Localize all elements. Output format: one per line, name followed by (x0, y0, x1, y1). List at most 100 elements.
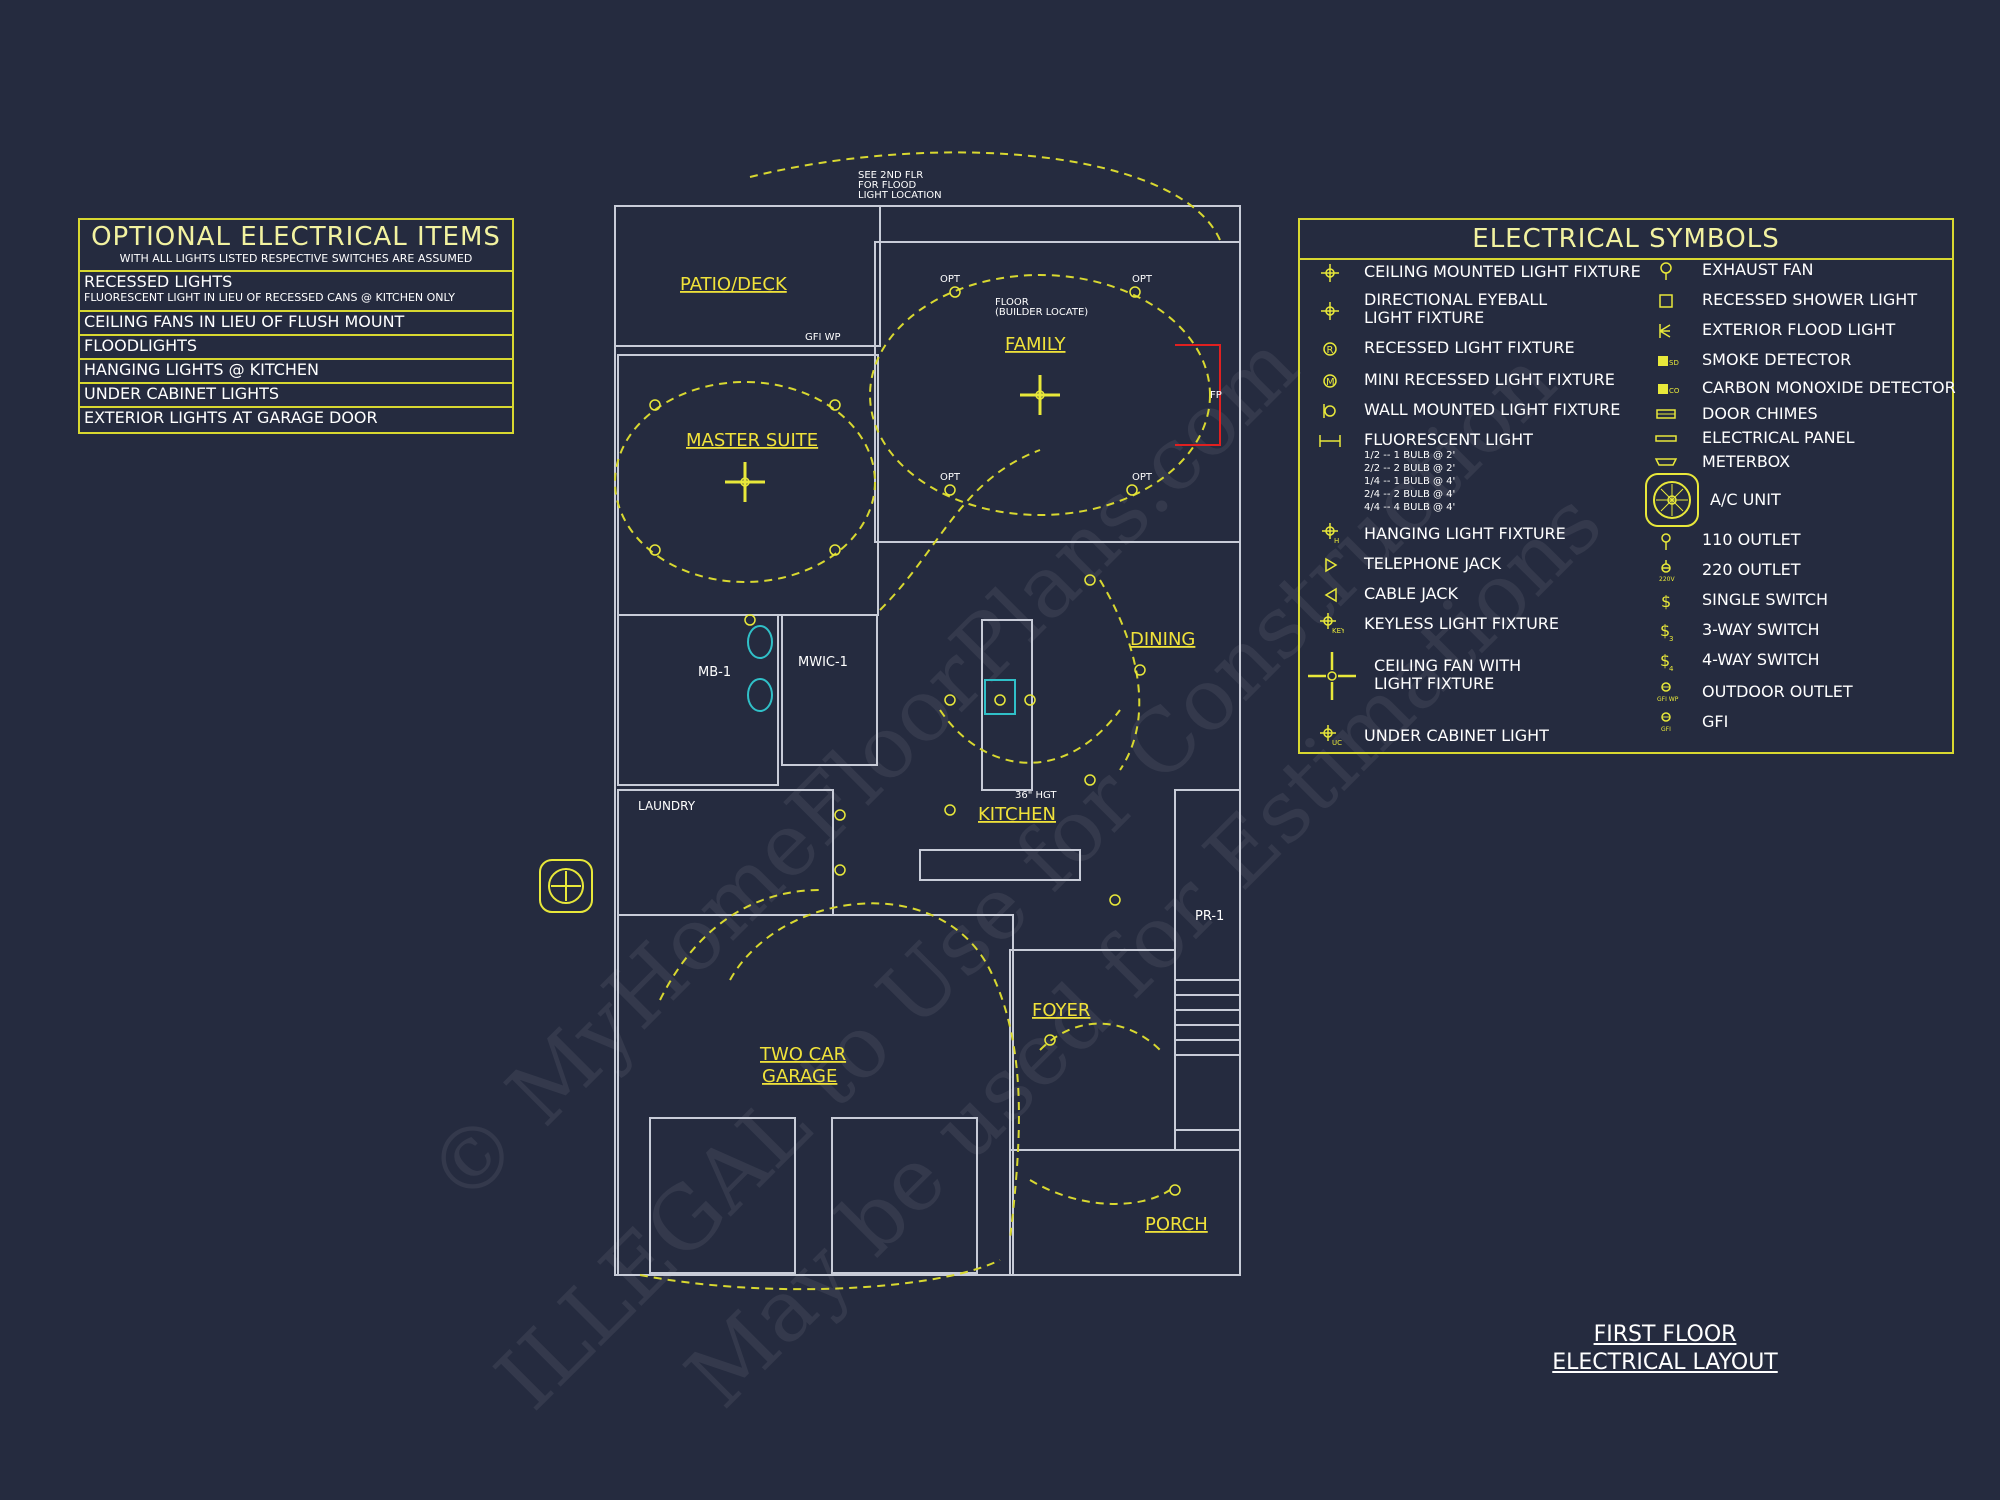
optional-items-subtitle: WITH ALL LIGHTS LISTED RESPECTIVE SWITCH… (119, 252, 473, 265)
drawing-title-line-2: ELECTRICAL LAYOUT (1552, 1350, 1778, 1375)
meterbox-icon (1654, 458, 1678, 466)
legend-title: ELECTRICAL SYMBOLS (1472, 224, 1780, 254)
svg-text:GFI WP: GFI WP (1657, 696, 1679, 702)
legend-label: RECESSED LIGHT FIXTURE (1364, 338, 1575, 357)
ac-unit-exterior (539, 859, 593, 913)
single-switch-icon: $ (1661, 592, 1671, 611)
circuit-path (729, 902, 1020, 1241)
legend-label: 110 OUTLET (1702, 530, 1801, 549)
legend-label: EXHAUST FAN (1702, 260, 1814, 279)
note-see-2nd-3: LIGHT LOCATION (858, 190, 942, 201)
legend-label-2: LIGHT FIXTURE (1364, 308, 1485, 327)
recessed-light (1129, 286, 1141, 298)
optional-item: RECESSED LIGHTS FLUORESCENT LIGHT IN LIE… (80, 270, 512, 310)
svg-text:UC: UC (1332, 739, 1342, 746)
legend-label: 220 OUTLET (1702, 560, 1801, 579)
legend-label: FLUORESCENT LIGHT (1364, 430, 1533, 449)
circuit-path (1029, 1179, 1171, 1205)
fluorescent-note: 1/4 -- 1 BULB @ 4' (1364, 476, 1456, 487)
recessed-light (829, 544, 841, 556)
svg-text:H: H (1334, 537, 1339, 544)
room-label-pr1: PR-1 (1195, 909, 1224, 924)
ceiling-light (834, 864, 846, 876)
recessed-light (944, 484, 956, 496)
porch-walls (1009, 1149, 1241, 1276)
svg-text:$: $ (1660, 651, 1670, 670)
shower-light-icon (1659, 294, 1673, 308)
legend-label: EXTERIOR FLOOD LIGHT (1702, 320, 1896, 339)
svg-text:4: 4 (1669, 665, 1674, 672)
legend-label: 3-WAY SWITCH (1702, 620, 1820, 639)
optional-items-table: OPTIONAL ELECTRICAL ITEMS WITH ALL LIGHT… (78, 218, 514, 434)
room-label-master: MASTER SUITE (686, 430, 818, 451)
exterior-walls (614, 205, 1241, 1276)
under-cabinet-light-icon: UC (1320, 725, 1342, 746)
powder-room-walls (1174, 789, 1241, 1131)
cable-jack-icon (1324, 587, 1337, 603)
optional-item-label: UNDER CABINET LIGHTS (84, 384, 280, 403)
family-ceiling-fan-icon (1020, 375, 1060, 415)
room-label-mwic: MWIC-1 (798, 655, 848, 670)
recessed-light (1084, 574, 1096, 586)
hanging-light (1024, 694, 1036, 706)
circuit-path (659, 889, 821, 1001)
outdoor-outlet-icon: GFI WP (1657, 682, 1679, 702)
circuit-path (879, 449, 1041, 611)
kitchen-island (981, 619, 1033, 791)
wall-light-icon (1323, 404, 1336, 418)
garage-door-2 (831, 1117, 978, 1274)
room-label-mb1: MB-1 (698, 665, 731, 680)
garage-walls (617, 914, 1014, 1276)
note-floor-1: FLOOR (995, 297, 1029, 308)
flood-light-icon (1659, 324, 1671, 338)
electrical-panel-icon (1655, 435, 1677, 442)
hanging-light-icon: H (1322, 523, 1339, 544)
optional-item: UNDER CABINET LIGHTS (80, 382, 512, 406)
three-way-switch-icon: $3 (1660, 621, 1673, 642)
room-label-laundry: LAUNDRY (638, 799, 696, 813)
outlet-110-icon (1661, 533, 1671, 550)
recessed-light-icon: R (1323, 342, 1337, 356)
circuit-path (1099, 579, 1141, 771)
fluorescent-note: 4/4 -- 4 BULB @ 4' (1364, 502, 1456, 513)
legend-label: KEYLESS LIGHT FIXTURE (1364, 614, 1560, 633)
legend-label: CARBON MONOXIDE DETECTOR (1702, 378, 1956, 397)
fluorescent-note: 2/4 -- 2 BULB @ 4' (1364, 489, 1456, 500)
circuit-path (749, 151, 1221, 241)
legend-label: CEILING FAN WITH (1374, 656, 1522, 675)
ceiling-light (1109, 894, 1121, 906)
mb1-sink-highlight (747, 625, 773, 659)
floor-plan: PATIO/DECK FAMILY MASTER SUITE DINING KI… (539, 151, 1241, 1291)
smoke-detector-icon: SD (1658, 356, 1679, 367)
legend-label: CEILING MOUNTED LIGHT FIXTURE (1364, 262, 1641, 281)
ceiling-light-icon (1321, 264, 1339, 282)
room-label-dining: DINING (1130, 629, 1195, 650)
four-way-switch-icon: $4 (1660, 651, 1674, 672)
optional-item-label: HANGING LIGHTS @ KITCHEN (84, 360, 320, 379)
room-label-garage-2: GARAGE (762, 1066, 837, 1087)
gfi-icon: GFI (1661, 712, 1671, 732)
legend-label: METERBOX (1702, 452, 1791, 471)
note-opt: OPT (940, 274, 961, 285)
circuit-path (939, 709, 1121, 764)
telephone-jack-icon (1325, 557, 1338, 573)
room-label-kitchen: KITCHEN (978, 804, 1056, 825)
patio-walls (614, 205, 881, 347)
legend-label: DIRECTIONAL EYEBALL (1364, 290, 1548, 309)
legend-label: SMOKE DETECTOR (1702, 350, 1852, 369)
svg-text:$: $ (1661, 592, 1671, 611)
co-detector-icon: CO (1658, 384, 1680, 395)
legend-label: HANGING LIGHT FIXTURE (1364, 524, 1566, 543)
room-label-patio: PATIO/DECK (680, 274, 788, 295)
mb1-walls (617, 614, 779, 786)
room-label-garage-1: TWO CAR (759, 1044, 846, 1065)
family-walls (874, 241, 1241, 543)
mb1-sink-highlight (747, 678, 773, 712)
legend-label: TELEPHONE JACK (1364, 554, 1502, 573)
optional-items-title: OPTIONAL ELECTRICAL ITEMS (91, 222, 501, 252)
recessed-light (1084, 774, 1096, 786)
note-floor-2: (BUILDER LOCATE) (995, 307, 1088, 318)
ceiling-fan-icon (1308, 652, 1356, 700)
room-label-porch: PORCH (1145, 1214, 1208, 1235)
optional-item: EXTERIOR LIGHTS AT GARAGE DOOR (80, 406, 512, 432)
